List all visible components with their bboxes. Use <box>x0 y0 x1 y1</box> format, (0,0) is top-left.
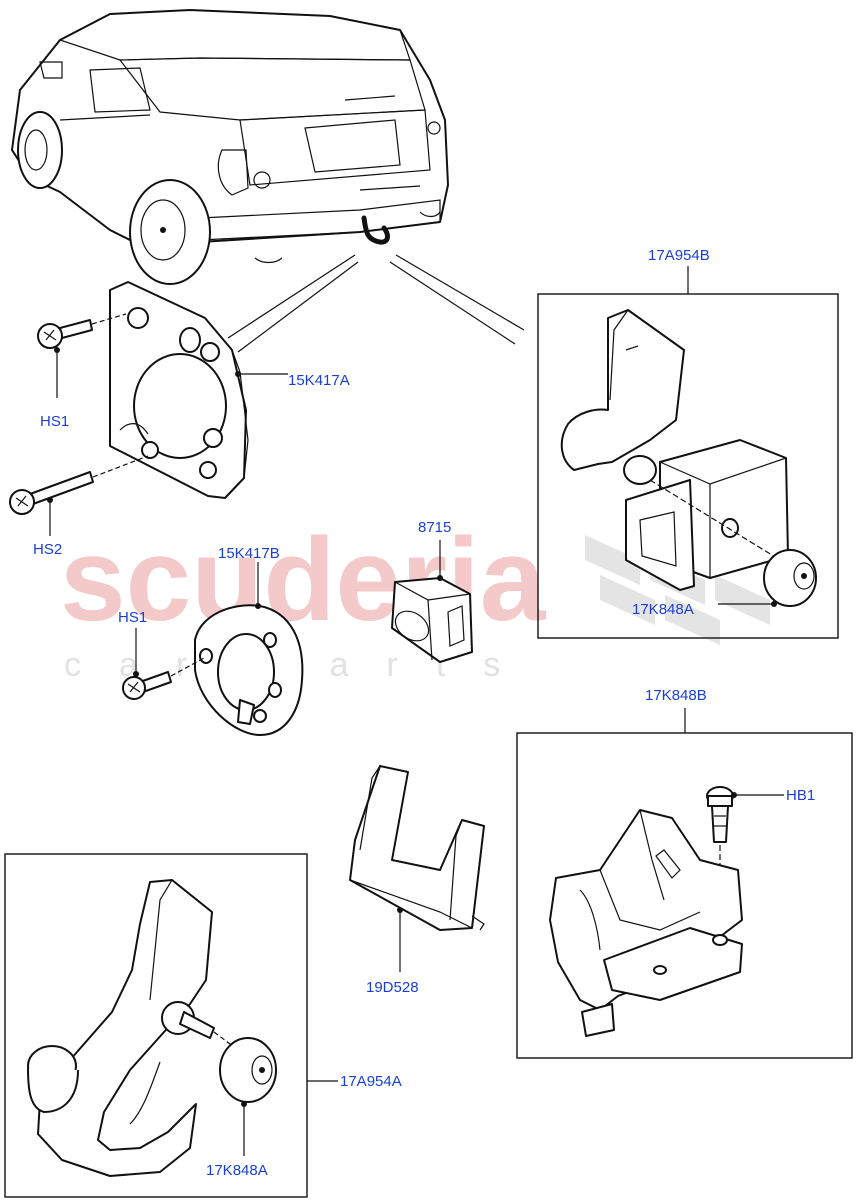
label-17K848A-top: 17K848A <box>632 601 694 618</box>
blanking-plug-8715 <box>391 540 473 663</box>
watermark-main: scuderia <box>60 514 547 646</box>
label-HS1-middle: HS1 <box>118 609 147 626</box>
label-15K417A: 15K417A <box>288 372 350 389</box>
tow-bar-assembly-17A954B <box>560 309 817 607</box>
bolt-HB1 <box>706 786 784 935</box>
label-HS2: HS2 <box>33 541 62 558</box>
bracket-19D528 <box>349 765 485 972</box>
label-17K848A-bottom: 17K848A <box>206 1162 268 1179</box>
label-15K417B: 15K417B <box>218 545 280 562</box>
bolt-HS1-top <box>37 313 127 398</box>
socket-bracket-17K848B <box>549 809 743 1037</box>
mounting-plate-15K417A <box>109 281 249 499</box>
spacer-ring-15K417B <box>194 562 304 736</box>
label-HB1: HB1 <box>786 787 815 804</box>
tow-hook-assembly-17A954A <box>27 879 277 1177</box>
label-17A954A: 17A954A <box>340 1073 402 1090</box>
label-17K848B: 17K848B <box>645 687 707 704</box>
bolt-HS1-middle <box>122 628 205 700</box>
box-17A954A <box>4 853 308 1198</box>
vehicle-illustration <box>11 9 449 285</box>
bolt-HS2 <box>9 455 149 536</box>
label-17A954B: 17A954B <box>648 247 710 264</box>
label-HS1-top: HS1 <box>40 413 69 430</box>
vehicle-leader-lines <box>227 254 525 353</box>
label-19D528: 19D528 <box>366 979 419 996</box>
label-8715: 8715 <box>418 519 451 536</box>
